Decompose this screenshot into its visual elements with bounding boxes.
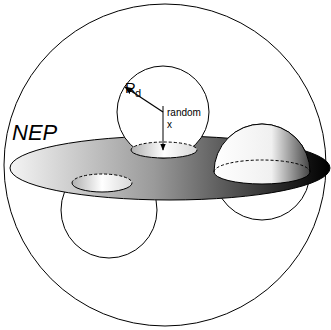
left-cut-front	[72, 183, 132, 192]
plane-label: NEP	[12, 122, 57, 144]
top-cut-front	[131, 150, 197, 158]
left-cut	[72, 174, 132, 192]
radius-symbol: R	[125, 80, 136, 95]
top-sphere	[117, 66, 209, 158]
right-cut-back	[214, 160, 310, 172]
top-cut-back	[131, 142, 197, 150]
right-sphere	[214, 124, 310, 220]
right-hemisphere	[214, 124, 310, 184]
distance-arrow	[163, 106, 164, 150]
distance-label: random x	[167, 107, 201, 130]
top-cut	[131, 142, 197, 158]
radius-subscript: d	[135, 88, 141, 99]
left-cut-back	[72, 174, 132, 183]
